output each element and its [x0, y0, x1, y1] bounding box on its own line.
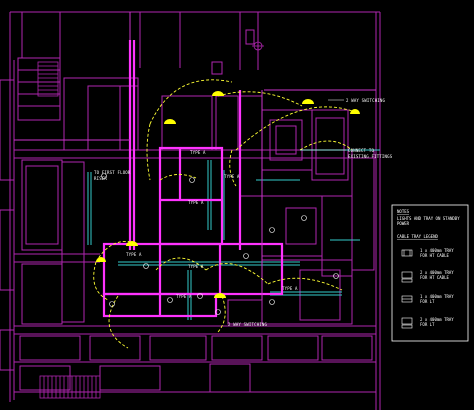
svg-text:FOR LT: FOR LT: [420, 322, 435, 327]
legend-notes-title: NOTES: [397, 209, 410, 214]
annotation-connect-existing: CONNECT TO: [348, 148, 374, 153]
tray-2x-ht-icon: [401, 271, 413, 279]
legend-item-2: 2 x 400mm TRAY FOR HT CABLE: [401, 270, 454, 283]
legend-notes-line: LIGHTS AND TRAY ON STANDBY: [397, 216, 460, 221]
svg-text:FOR LT: FOR LT: [420, 299, 435, 304]
equipment-markers: [101, 173, 339, 315]
legend-item-4: 2 x 400mm TRAY FOR LT: [401, 317, 454, 329]
svg-text:1 x 400mm TRAY: 1 x 400mm TRAY: [420, 294, 454, 299]
tray-1x-ht-icon: [401, 249, 413, 257]
tray-type-label: TYPE A: [188, 200, 204, 205]
tray-type-label: TYPE A: [190, 150, 206, 155]
annotation-leaders: [300, 99, 346, 151]
tray-type-label: TYPE A: [126, 252, 142, 257]
svg-text:1 x 400mm TRAY: 1 x 400mm TRAY: [420, 248, 454, 253]
fixture-icon: [212, 91, 224, 96]
tray-type-label: TYPE A: [176, 294, 192, 299]
fixture-icon: [214, 293, 226, 298]
svg-text:FOR HT CABLE: FOR HT CABLE: [420, 253, 449, 258]
electrical-room-thin-walls: [14, 12, 376, 300]
legend-item-1: 1 x 400mm TRAY FOR HT CABLE: [401, 248, 454, 258]
lighting-circuit-wiring: [93, 79, 356, 349]
annotation-to-first-floor: TO FIRST FLOOR: [94, 170, 131, 175]
fixture-icon: [302, 99, 314, 104]
svg-text:2 x 400mm TRAY: 2 x 400mm TRAY: [420, 317, 454, 322]
fixture-icon: [350, 109, 360, 114]
tray-type-label: TYPE A: [224, 174, 240, 179]
electrical-room-walls: [102, 40, 284, 318]
annotation-switching-top: 2 WAY SWITCHING: [346, 98, 386, 103]
building-outline: [0, 11, 381, 410]
staircase-bottom-left: [39, 375, 101, 399]
light-fixtures: [96, 91, 360, 298]
legend-notes-line: POWER: [397, 221, 410, 226]
tray-type-label: TYPE A: [188, 264, 204, 269]
staircase-top-left: [37, 61, 59, 97]
legend-panel: NOTES LIGHTS AND TRAY ON STANDBY POWER C…: [391, 204, 469, 342]
annotation-switching-bottom: 2 WAY SWITCHING: [228, 322, 268, 327]
tray-type-label: TYPE A: [282, 286, 298, 291]
annotation-connect-existing-2: EXISTING FITTINGS: [348, 154, 393, 159]
legend-border: [391, 204, 469, 342]
svg-text:2 x 400mm TRAY: 2 x 400mm TRAY: [420, 270, 454, 275]
north-arrow-icon: [252, 40, 264, 52]
legend-item-3: 1 x 400mm TRAY FOR LT: [401, 294, 454, 304]
legend-title: CABLE TRAY LEGEND: [397, 234, 439, 239]
annotation-to-first-floor-2: RISER: [94, 176, 107, 181]
tray-2x-lt-icon: [401, 317, 413, 325]
svg-text:FOR HT CABLE: FOR HT CABLE: [420, 275, 449, 280]
annotations: TO FIRST FLOOR RISER CONNECT TO EXISTING…: [94, 98, 393, 327]
fixture-icon: [126, 241, 138, 246]
fixture-icon: [96, 257, 106, 262]
fixture-icon: [164, 119, 176, 124]
